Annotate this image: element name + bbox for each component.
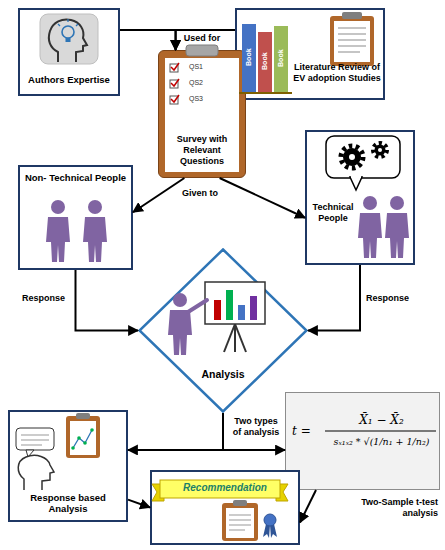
decision-diamond: Analysis [138, 248, 308, 413]
connector-note: Used for [180, 33, 224, 44]
node-label: sₓ₁ₓ₂ * √(1/n₁ + 1/n₂) [324, 436, 439, 447]
flow-arrow [223, 413, 285, 450]
flow-arrow [128, 413, 223, 450]
question-item: QS3 [181, 95, 211, 103]
diamond-shape [140, 250, 307, 412]
process-box: Technical People [305, 130, 415, 265]
flow-arrow [300, 490, 316, 523]
flow-arrow [133, 178, 184, 212]
process-box: Literature Review of EV adoption Studies [235, 8, 385, 100]
diamond-outline [138, 248, 308, 413]
node-label: t = [292, 424, 326, 438]
node-label: Response based Analysis [10, 492, 126, 515]
formula-box: t =X̄₁ − X̄₂sₓ₁ₓ₂ * √(1/n₁ + 1/n₂)Two-Sa… [285, 392, 440, 490]
node-label: Non- Technical People [20, 172, 131, 183]
node-label: Technical People [308, 202, 358, 224]
question-item: QS2 [181, 79, 211, 87]
edge-label: Response [22, 293, 70, 304]
process-box: Non- Technical People [18, 165, 133, 270]
node-label: Analysis [188, 368, 258, 381]
flow-arrow [128, 500, 150, 508]
edge-label: Response [366, 293, 414, 304]
node-label: Literature Review of EV adoption Studies [291, 62, 383, 84]
node-label: Recommendation [160, 482, 290, 494]
connector-note: Two types of analysis [229, 416, 283, 438]
book-title: Book [245, 37, 253, 77]
flow-arrow [220, 178, 305, 218]
node-label: Survey with Relevant Questions [165, 134, 239, 166]
node-label: Authors Expertise [20, 74, 118, 85]
question-item: QS1 [181, 63, 211, 71]
flow-arrow [308, 265, 360, 331]
flow-arrow [76, 270, 139, 331]
node-label: Two-Sample t-test analysis [332, 497, 438, 519]
book-title: Book [277, 38, 285, 78]
book-title: Book [261, 41, 269, 81]
flow-arrow [120, 30, 176, 50]
node-label: X̄₁ − X̄₂ [324, 413, 439, 427]
connector-note: Given to [178, 188, 222, 199]
process-box: Response based Analysis [8, 410, 128, 522]
process-box: Authors Expertise [18, 8, 120, 96]
flow-arrow [176, 30, 235, 50]
process-box: Recommendation [150, 470, 300, 545]
